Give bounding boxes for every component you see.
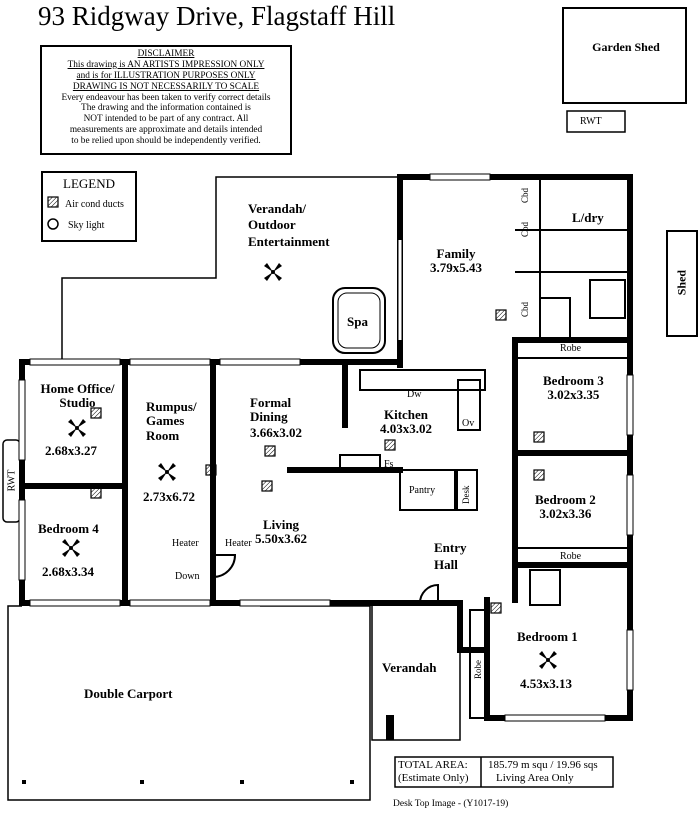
stairs-down-label: Down: [175, 571, 200, 582]
heater-label: Heater: [225, 538, 252, 549]
page-title: 93 Ridgway Drive, Flagstaff Hill: [38, 1, 396, 31]
fridge-space-label: Fs: [384, 459, 394, 470]
rwt-top-label: RWT: [580, 116, 602, 127]
robe-label: Robe: [473, 659, 484, 679]
bedroom4-size: 2.68x3.34: [42, 564, 94, 579]
room-name: Bedroom 2: [535, 492, 596, 507]
legend-heading: LEGEND: [63, 176, 115, 191]
entry-hall-label: Entry Hall: [434, 540, 467, 572]
double-carport-label: Double Carport: [84, 686, 173, 701]
disclaimer-box: DISCLAIMER This drawing is AN ARTISTS IM…: [40, 45, 292, 155]
area-label: TOTAL AREA:: [398, 759, 468, 771]
home-office-size: 2.68x3.27: [45, 443, 97, 458]
rwt-left-label: RWT: [6, 469, 18, 492]
cbd-label: Cbd: [520, 187, 531, 203]
disclaimer-line: Every endeavour has been taken to verify…: [61, 92, 271, 103]
area-note: (Estimate Only): [398, 771, 469, 784]
disclaimer-line: to be relied upon should be independentl…: [71, 136, 261, 146]
shed-label: Shed: [674, 269, 689, 296]
room-size: 5.50x3.62: [255, 531, 307, 547]
room-size: 3.02x3.35: [547, 387, 600, 403]
verandah-label: Verandah: [382, 660, 437, 675]
room-size: 3.02x3.36: [539, 506, 592, 522]
rumpus-label: Rumpus/ Games Room: [146, 399, 197, 443]
disclaimer-line: DRAWING IS NOT NECESSARILY TO SCALE: [72, 81, 260, 92]
room-name: Family: [436, 246, 476, 261]
disclaimer-line: The drawing and the information containe…: [81, 103, 251, 114]
disclaimer-line: NOT intended to be part of any contract.…: [83, 114, 249, 125]
legend: LEGEND Air cond ducts Sky light: [41, 171, 137, 242]
room-name: Kitchen: [383, 407, 429, 422]
robe-label: Robe: [560, 551, 582, 562]
area-value: 185.79 m squ / 19.96 sqs: [488, 759, 598, 771]
legend-label-sky-light: Sky light: [68, 220, 105, 231]
room-size: 4.03x3.02: [380, 421, 432, 437]
verandah-outdoor-label: Verandah/ Outdoor Entertainment: [248, 201, 330, 249]
formal-dining-label: Formal Dining: [250, 395, 292, 425]
garden-shed-label: Garden Shed: [592, 40, 660, 54]
heater-label: Heater: [172, 538, 199, 549]
cbd-label: Cbd: [520, 221, 531, 237]
footer-reference: Desk Top Image - (Y1017-19): [393, 799, 509, 809]
desk-label: Desk: [461, 485, 472, 504]
disclaimer-line: measurements are approximate and details…: [69, 125, 263, 136]
room-name: Home Office/ Studio: [40, 381, 115, 411]
dishwasher-label: Dw: [407, 389, 422, 400]
spa-label: Spa: [347, 314, 368, 329]
bedroom1-label: Bedroom 1: [517, 629, 578, 644]
bedroom4-label: Bedroom 4: [38, 521, 99, 536]
robe-label: Robe: [560, 343, 582, 354]
pantry-label: Pantry: [409, 485, 436, 496]
cbd-label: Cbd: [520, 301, 531, 317]
total-area-label: TOTAL AREA:(Estimate Only): [398, 759, 469, 784]
area-scope: Living Area Only: [496, 771, 574, 784]
rumpus-size: 2.73x6.72: [143, 489, 195, 504]
sky-light-icon: [47, 218, 59, 230]
garden-shed: [562, 7, 687, 104]
disclaimer-line: This drawing is AN ARTISTS IMPRESSION ON…: [67, 59, 265, 70]
bedroom1-size: 4.53x3.13: [520, 676, 572, 691]
room-name: Bedroom 3: [543, 373, 604, 388]
legend-label-air-cond: Air cond ducts: [65, 199, 124, 210]
home-office-label: Home Office/ Studio: [30, 381, 125, 411]
disclaimer-heading: DISCLAIMER: [137, 49, 195, 59]
formal-dining-size: 3.66x3.02: [250, 425, 302, 440]
room-name: Living: [262, 517, 300, 532]
disclaimer-line: and is for ILLUSTRATION PURPOSES ONLY: [76, 70, 256, 81]
ceiling-fans: [62, 263, 557, 669]
laundry-label: L/dry: [572, 210, 604, 225]
oven-label: Ov: [462, 418, 475, 429]
room-size: 3.79x5.43: [430, 260, 482, 276]
